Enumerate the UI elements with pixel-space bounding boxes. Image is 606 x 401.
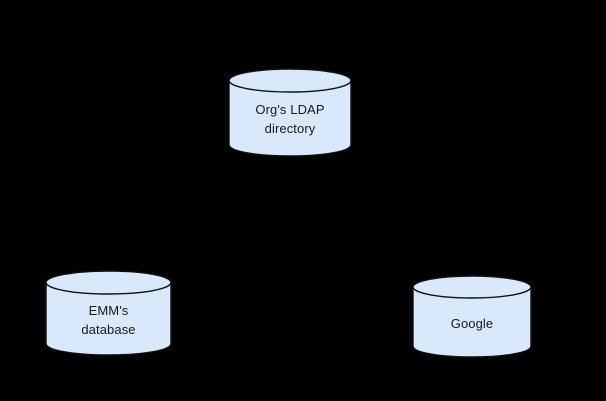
database-node-google[interactable]: Google — [412, 275, 532, 358]
database-node-emm[interactable]: EMM's database — [45, 270, 172, 356]
cylinder-icon-google — [412, 275, 532, 358]
cylinder-icon-emm — [45, 270, 172, 356]
database-node-ldap[interactable]: Org's LDAP directory — [228, 68, 352, 157]
cylinder-icon-ldap — [228, 68, 352, 157]
